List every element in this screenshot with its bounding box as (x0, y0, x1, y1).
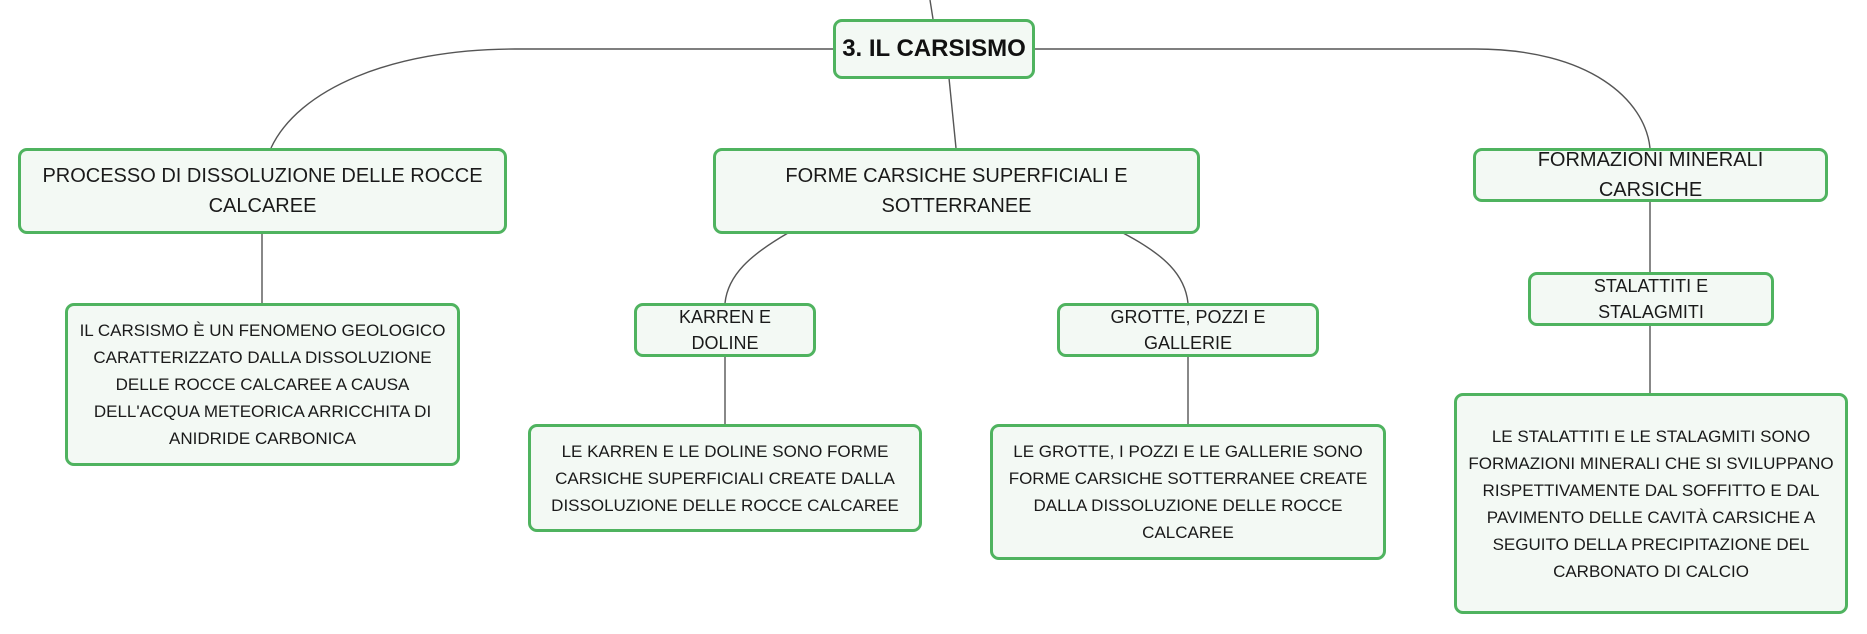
desc-processo-text: IL CARSISMO È UN FENOMENO GEOLOGICO CARA… (79, 321, 446, 448)
desc-grotte-pozzi-gallerie[interactable]: LE GROTTE, I POZZI E LE GALLERIE SONO FO… (990, 424, 1386, 560)
desc-stalattiti-stalagmiti[interactable]: LE STALATTITI E LE STALAGMITI SONO FORMA… (1454, 393, 1848, 614)
connector-forme-to-grotte (1122, 232, 1189, 304)
root-topic-label: 3. IL CARSISMO (842, 35, 1026, 62)
topic-processo-dissoluzione[interactable]: PROCESSO DI DISSOLUZIONE DELLE ROCCE CAL… (18, 148, 507, 234)
topic-forme-carsiche[interactable]: FORME CARSICHE SUPERFICIALI E SOTTERRANE… (713, 148, 1200, 234)
desc-stalattiti-text: LE STALATTITI E LE STALAGMITI SONO FORMA… (1468, 426, 1834, 581)
connector-root-to-formazioni (1035, 48, 1651, 149)
topic-processo-label: PROCESSO DI DISSOLUZIONE DELLE ROCCE CAL… (42, 165, 483, 217)
subtopic-grotte-pozzi-gallerie[interactable]: GROTTE, POZZI E GALLERIE (1057, 303, 1319, 357)
connector-forme-to-karren (724, 232, 789, 304)
desc-karren-text: LE KARREN E LE DOLINE SONO FORME CARSICH… (551, 441, 899, 515)
root-topic[interactable]: 3. IL CARSISMO (833, 19, 1035, 79)
desc-karren-doline[interactable]: LE KARREN E LE DOLINE SONO FORME CARSICH… (528, 424, 922, 532)
subtopic-karren-doline[interactable]: KARREN E DOLINE (634, 303, 816, 357)
topic-forme-label: FORME CARSICHE SUPERFICIALI E SOTTERRANE… (785, 165, 1128, 217)
connector-parent-to-root (929, 0, 934, 20)
connector-root-to-processo (270, 48, 836, 149)
desc-grotte-text: LE GROTTE, I POZZI E LE GALLERIE SONO FO… (1008, 442, 1368, 542)
desc-processo[interactable]: IL CARSISMO È UN FENOMENO GEOLOGICO CARA… (65, 303, 460, 466)
connector-root-to-forme (948, 77, 957, 149)
subtopic-karren-label: KARREN E DOLINE (678, 307, 772, 353)
subtopic-stalattiti-stalagmiti[interactable]: STALATTITI E STALAGMITI (1528, 272, 1774, 326)
topic-formazioni-label: FORMAZIONI MINERALI CARSICHE (1537, 149, 1764, 201)
subtopic-stalattiti-label: STALATTITI E STALAGMITI (1593, 276, 1709, 322)
subtopic-grotte-label: GROTTE, POZZI E GALLERIE (1110, 307, 1266, 353)
topic-formazioni-minerali[interactable]: FORMAZIONI MINERALI CARSICHE (1473, 148, 1828, 202)
